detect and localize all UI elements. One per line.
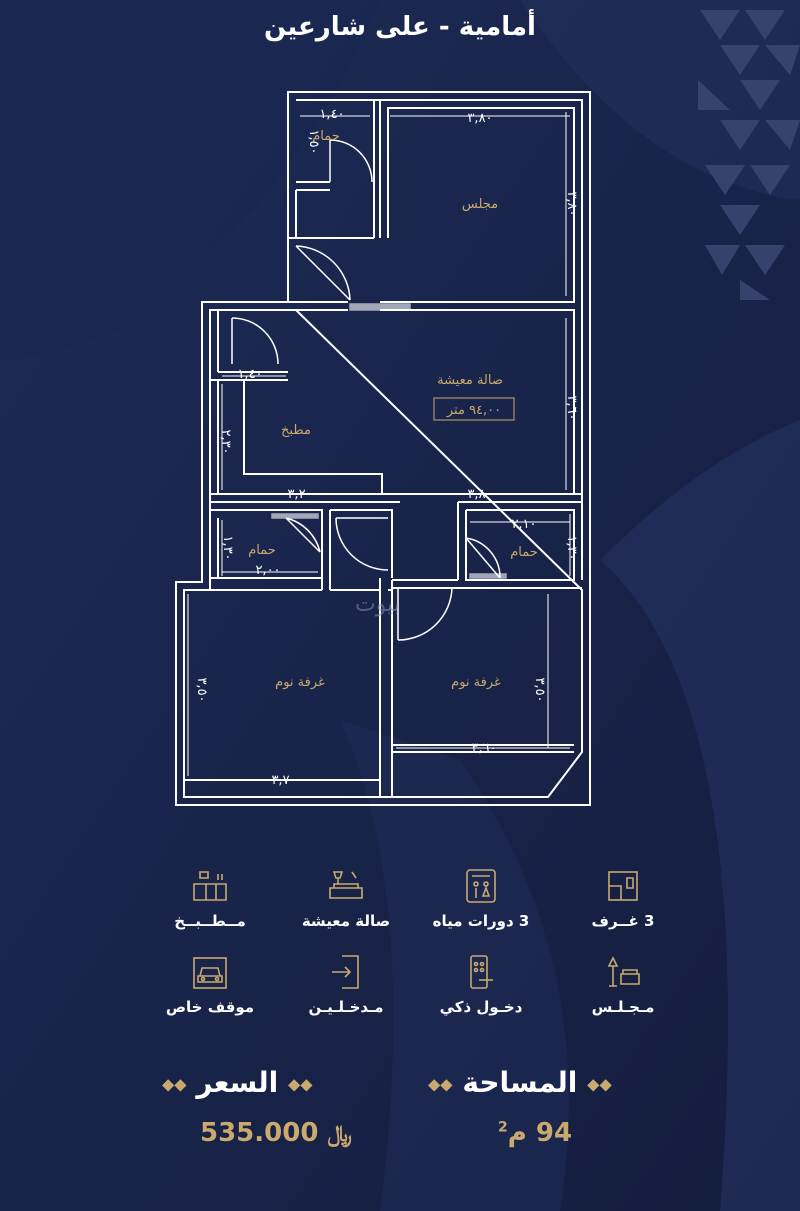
car-icon xyxy=(193,957,227,989)
armchair-icon xyxy=(607,956,640,987)
room-label-living: صالة معيشة xyxy=(437,373,503,388)
smart-lock-icon xyxy=(470,955,493,989)
diamond-icon: ◆◆ xyxy=(428,1074,453,1094)
dim-9: ٣,٨٠ xyxy=(467,487,492,502)
room-label-bedroom-left: غرفة نوم xyxy=(275,675,325,690)
feature-rooms: 3 غــرف xyxy=(553,866,693,930)
dim-14: ٣,٥٠ xyxy=(194,677,209,702)
area-heading: ◆◆ المساحة ◆◆ xyxy=(428,1066,612,1099)
dim-15: ٣,٥٠ xyxy=(532,677,547,702)
room-label-kitchen: مطبخ xyxy=(281,423,311,438)
doors xyxy=(231,139,507,641)
dim-2: ٣,٨٠ xyxy=(467,111,492,126)
feature-two-entrances: مـدخـلـيـن xyxy=(276,952,416,1016)
dim-4: ١,٥٠ xyxy=(306,129,321,154)
dim-11: ١,٣٠ xyxy=(564,535,579,560)
dim-13: ٢,٠٠ xyxy=(255,563,280,578)
feature-parking: موقف خاص xyxy=(140,952,280,1016)
feature-smart-entry: دخـول ذكي xyxy=(411,952,551,1016)
room-label-bedroom-right: غرفة نوم xyxy=(451,675,501,690)
dim-5: ١,٤٠ xyxy=(237,367,262,382)
diamond-icon: ◆◆ xyxy=(587,1074,612,1094)
triangle-pattern xyxy=(698,10,800,300)
area-value: 94 م2 xyxy=(498,1118,573,1148)
room-label-bath-right: حمام xyxy=(510,545,538,560)
watermark: بيوت xyxy=(355,592,400,617)
price-heading: ◆◆ السعر ◆◆ xyxy=(162,1066,313,1099)
floor-plan: حمام مجلس صالة معيشة ٩٤,٠٠ متر مطبخ حمام… xyxy=(175,91,591,806)
room-label-bath-left: حمام xyxy=(248,543,276,558)
feature-kitchen: مــطــبــخ xyxy=(140,866,280,930)
area-tag: ٩٤,٠٠ متر xyxy=(446,403,501,418)
dim-12: ١,٣٠ xyxy=(220,535,235,560)
diamond-icon: ◆◆ xyxy=(287,1074,313,1094)
dim-17: ٣,٧٠ xyxy=(271,773,296,788)
feature-living: صالة معيشة xyxy=(276,866,416,930)
walls xyxy=(175,91,591,806)
dim-6: ٣,٦٠ xyxy=(564,395,579,420)
sofa-icon xyxy=(329,871,363,899)
feature-majlis: مـجـلـس xyxy=(553,952,693,1016)
dim-1: ١,٤٠ xyxy=(319,107,344,122)
page-title: أمامية - على شارعين xyxy=(264,12,536,42)
price-value: ﷼ 535.000 xyxy=(200,1118,352,1148)
room-label-majlis: مجلس xyxy=(462,197,498,212)
dim-7: ٢,٣٠ xyxy=(218,429,233,454)
kitchen-icon xyxy=(193,871,227,901)
dimension-lines xyxy=(187,112,578,781)
bedroom-icon xyxy=(608,871,638,901)
wc-icon xyxy=(466,869,496,903)
diamond-icon: ◆◆ xyxy=(162,1074,187,1094)
feature-baths: 3 دورات مياه xyxy=(411,866,551,930)
area-tag-box xyxy=(433,397,515,421)
dim-16: ٣,٦٠ xyxy=(471,741,496,756)
currency-icon: ﷼ xyxy=(327,1122,352,1147)
room-label-bath-top: حمام xyxy=(312,129,340,144)
dim-10: ٢,١٠ xyxy=(511,517,536,532)
dim-8: ٣,٢٠ xyxy=(287,487,312,502)
door-enter-icon xyxy=(332,955,359,989)
dim-3: ٣,٨٠ xyxy=(564,191,579,216)
